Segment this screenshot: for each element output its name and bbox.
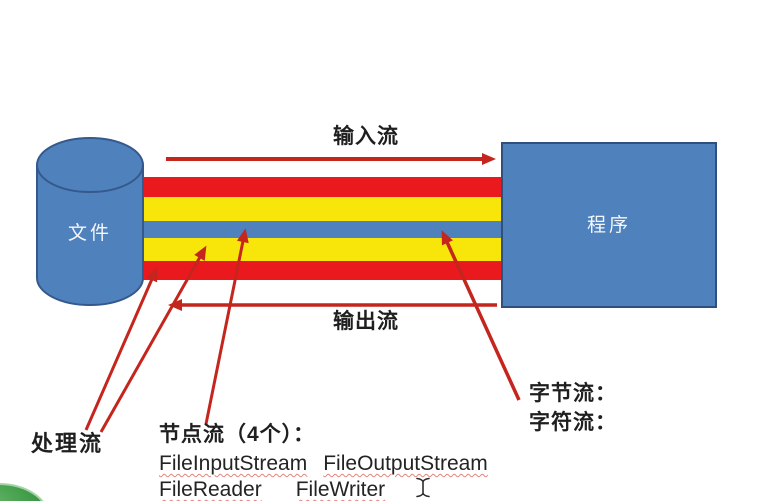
file-node-label: 文件 — [67, 223, 112, 244]
program-node-label: 程序 — [586, 215, 631, 236]
byte-char-stream-arrow — [441, 230, 521, 401]
corner-wallpaper-shape — [0, 483, 44, 501]
stripe-yellow-top — [143, 197, 502, 221]
output-stream-label: 输出流 — [333, 310, 399, 333]
class-filereader: FileReader — [159, 478, 262, 501]
program-rectangle — [501, 142, 717, 308]
stripe-red-bottom — [143, 261, 502, 280]
stripe-blue-middle — [143, 221, 502, 238]
stripe-yellow-bottom — [143, 238, 502, 261]
file-cylinder — [36, 137, 144, 306]
node-stream-title: 节点流（4个）： — [159, 423, 316, 446]
input-stream-label: 输入流 — [333, 125, 399, 148]
node-stream-arrow — [204, 228, 249, 425]
node-stream-classes-line1: FileInputStream FileOutputStream — [159, 452, 488, 476]
stripe-red-top — [143, 177, 502, 197]
text-cursor-icon — [416, 477, 430, 498]
processing-stream-arrow-1 — [84, 267, 158, 431]
class-fileinputstream: FileInputStream — [159, 452, 308, 475]
class-filewriter: FileWriter — [295, 478, 386, 501]
char-stream-label: 字符流： — [529, 411, 617, 434]
byte-stream-label: 字节流： — [529, 382, 617, 405]
stream-band — [143, 177, 502, 280]
node-stream-classes-line2: FileReader FileWriter — [159, 478, 385, 501]
processing-stream-arrow-2 — [99, 245, 207, 433]
processing-stream-label: 处理流 — [31, 431, 104, 456]
class-fileoutputstream: FileOutputStream — [323, 452, 488, 475]
